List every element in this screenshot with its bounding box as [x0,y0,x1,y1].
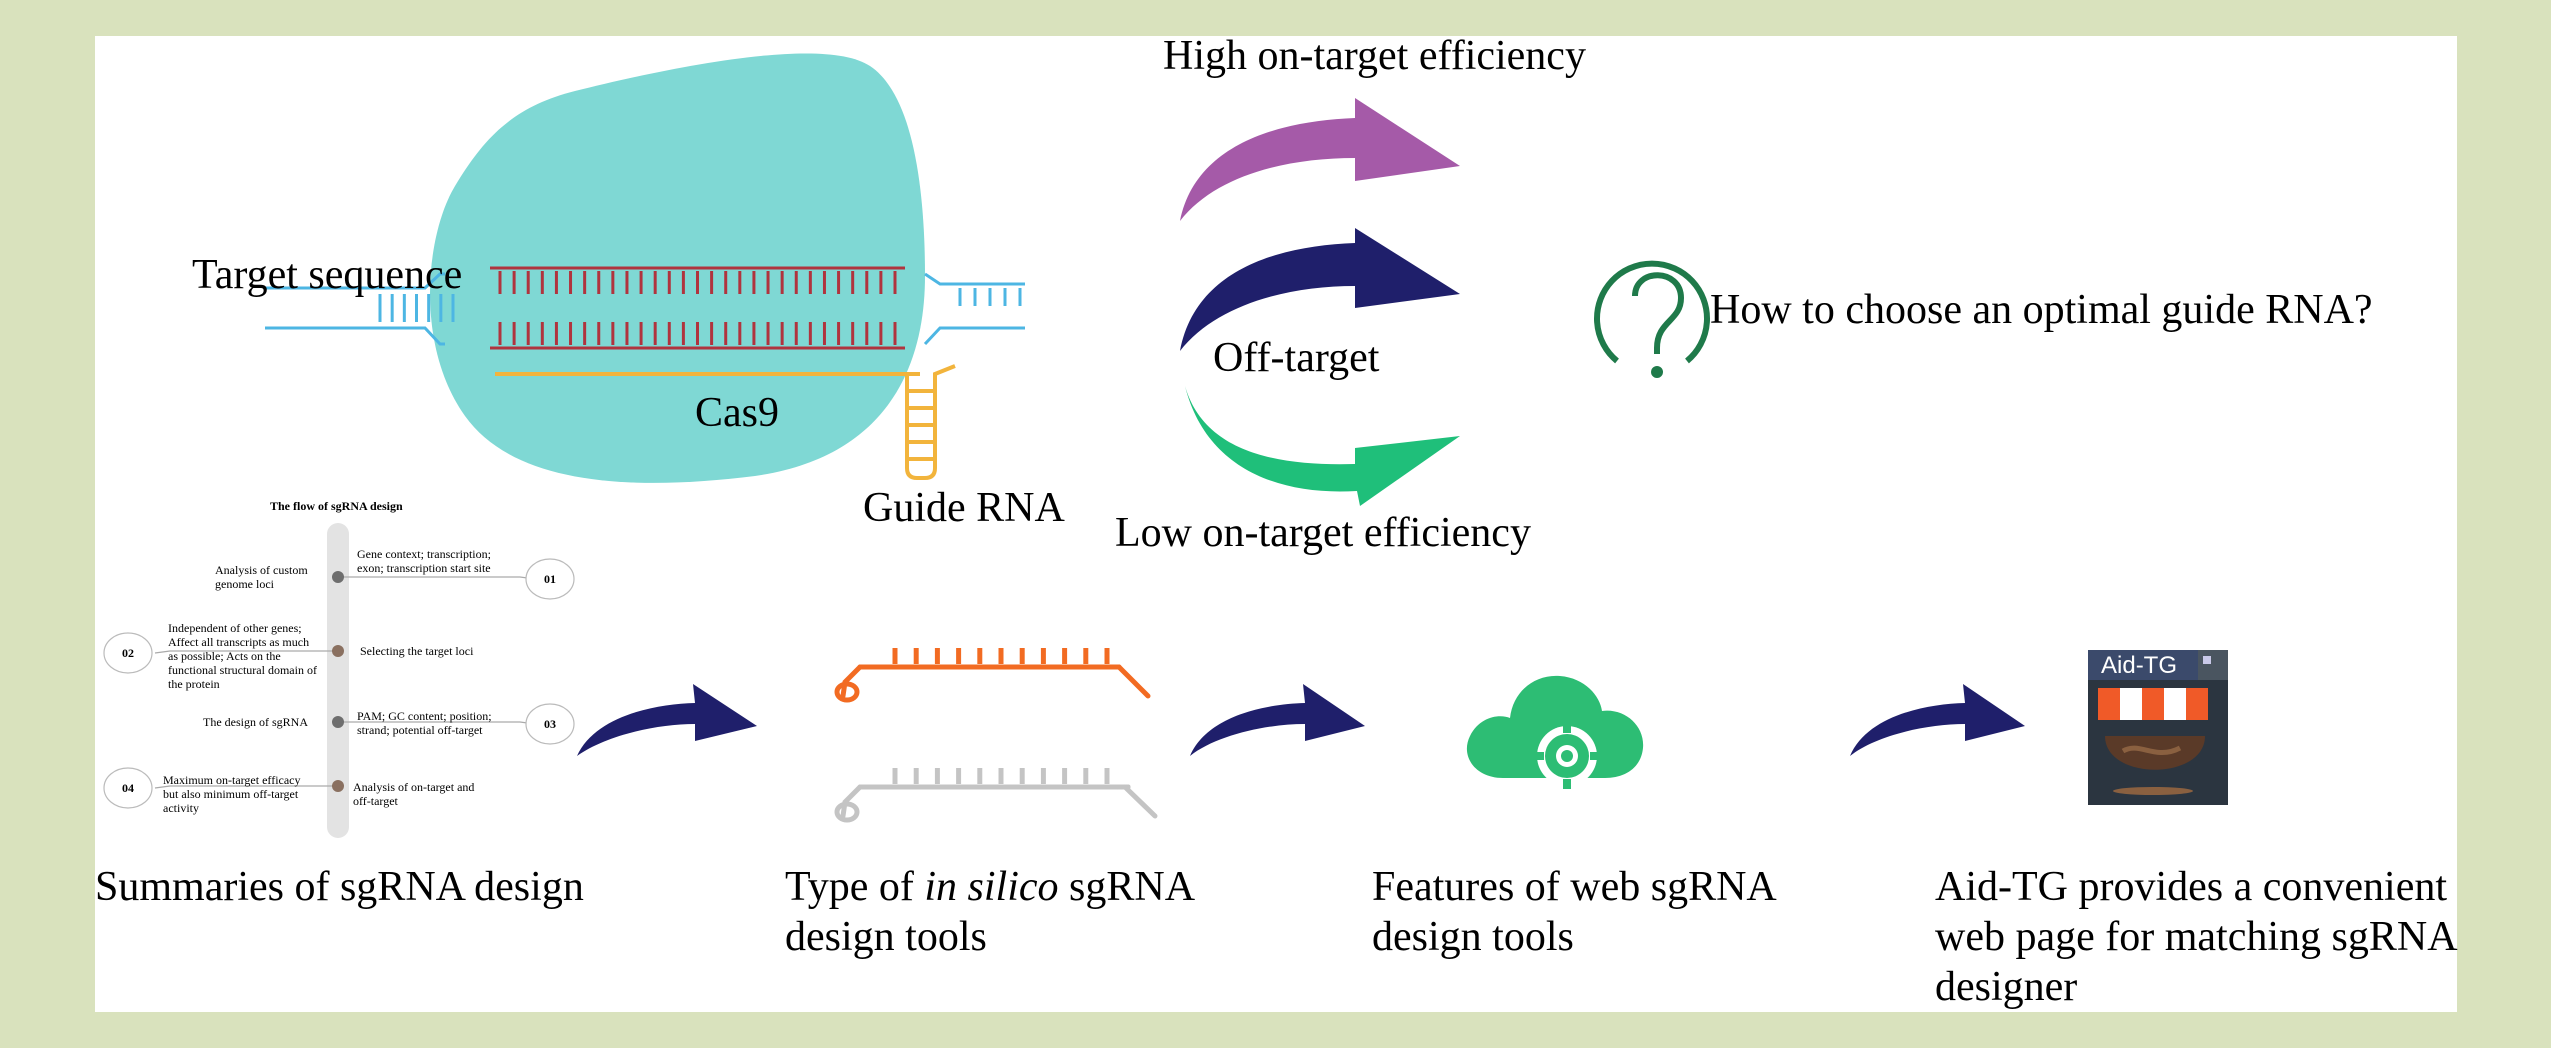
guide-rna-label: Guide RNA [863,485,1065,531]
off-target-arrow [1180,228,1460,351]
flow-node [332,780,344,792]
high-efficiency-arrow [1180,98,1460,221]
flow-step-number: 03 [544,717,556,731]
flow-title: The flow of sgRNA design [270,499,403,513]
flow-node [332,716,344,728]
flow-step-left-text: The design of sgRNA [203,715,308,729]
figure-panel: 01 02 03 04 The flow of sgRNA design [95,33,2457,1012]
dna-rungs-right [958,288,1022,306]
flow-node [332,571,344,583]
target-ticks-bottom [498,322,897,345]
low-efficiency-arrow [1185,386,1460,506]
flow-step-bubble [103,632,153,674]
flow-step-left-text: Maximum on-target efficacy but also mini… [163,773,301,815]
aid-tg-logo-text: Aid-TG [2101,652,2177,679]
flow-node [332,645,344,657]
dna-rungs-left [378,294,455,322]
flow-step-bubble [525,558,575,600]
caption-aidtg: Aid-TG provides a convenient web page fo… [1935,864,2456,1010]
diagram-art: 01 02 03 04 The flow of sgRNA design [103,53,2228,838]
flow-step-left-text: Independent of other genes; Affect all t… [168,621,317,691]
question-circle-icon [1594,260,1710,378]
caption-type-italic: in silico [924,864,1059,910]
gray-tool-ticks [892,768,1110,784]
question-label: How to choose an optimal guide RNA? [1710,287,2373,333]
flow-step-right-text: Selecting the target loci [360,644,474,658]
flow-step-number: 01 [544,572,556,586]
target-ticks-top [498,271,897,294]
caption-features: Features of web sgRNA design tools [1372,864,1775,960]
flow-arrow-1 [577,684,757,756]
caption-type-prefix: Type of [785,864,925,910]
sgrna-tool-icon-gray [834,784,1158,823]
flow-step-bubble [103,767,153,809]
aid-tg-logo-icon: Aid-TG [2088,650,2228,805]
flow-step-bubble [525,703,575,745]
flow-diagram: 01 02 03 04 The flow of sgRNA design [103,499,575,809]
caption-summaries: Summaries of sgRNA design [95,864,584,910]
flow-step-right-text: PAM; GC content; position; strand; poten… [357,709,492,737]
flow-step-left-text: Analysis of custom genome loci [215,563,308,591]
flow-step-number: 02 [122,646,134,660]
flow-arrow-2 [1190,684,1365,756]
dna-strands [265,272,1025,346]
flow-step-right-text: Gene context; transcription; exon; trans… [357,547,491,575]
target-sequence-label: Target sequence [192,252,463,298]
flow-step-right-text: Analysis of on-target and off-target [353,780,475,808]
sgrna-tool-icon-orange [834,664,1151,703]
flow-step-number: 04 [122,781,134,795]
guide-rna-icon [495,364,956,480]
flow-arrow-3 [1850,684,2025,756]
cas9-label: Cas9 [695,390,779,436]
high-efficiency-label: High on-target efficiency [1163,33,1586,79]
target-bars [490,266,905,350]
caption-type-suffix: sgRNA design tools [785,864,1193,960]
low-efficiency-label: Low on-target efficiency [1115,510,1531,556]
orange-tool-ticks [892,648,1110,664]
flow-timeline-bar [327,523,349,838]
off-target-label: Off-target [1213,335,1380,381]
cloud-gear-icon [1466,675,1644,789]
caption-type: Type of in silico sgRNA design tools [785,862,1225,962]
